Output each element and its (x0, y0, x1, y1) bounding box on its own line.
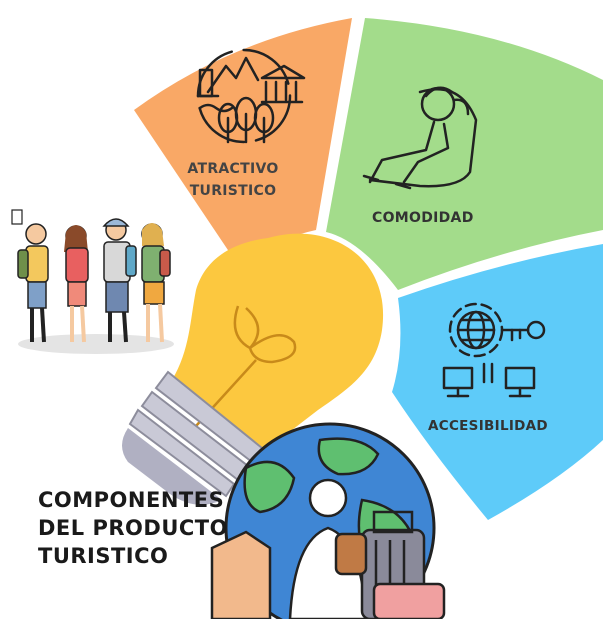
label-atractivo-turistico: ATRACTIVO TURISTICO (178, 158, 288, 202)
title-line2: DEL PRODUCTO (38, 516, 228, 540)
label-comodidad: COMODIDAD (372, 210, 474, 226)
network-key-icon (442, 302, 546, 398)
title-line1: COMPONENTES (38, 488, 225, 512)
segment-accesibilidad (392, 244, 603, 520)
segment-comodidad (326, 18, 603, 290)
landmarks-icon (196, 48, 306, 144)
suitcase-icon (334, 510, 446, 619)
label-atractivo-line2: TURISTICO (189, 183, 277, 199)
title-line3: TURISTICO (38, 544, 169, 568)
label-atractivo-line1: ATRACTIVO (187, 161, 279, 177)
page-title: COMPONENTES DEL PRODUCTO TURISTICO (38, 486, 228, 570)
label-accesibilidad: ACCESIBILIDAD (428, 418, 548, 434)
lightbulb-icon (122, 233, 384, 505)
relaxing-person-icon (362, 86, 478, 190)
map-icon (210, 530, 272, 619)
tourists-group-icon (11, 209, 174, 354)
